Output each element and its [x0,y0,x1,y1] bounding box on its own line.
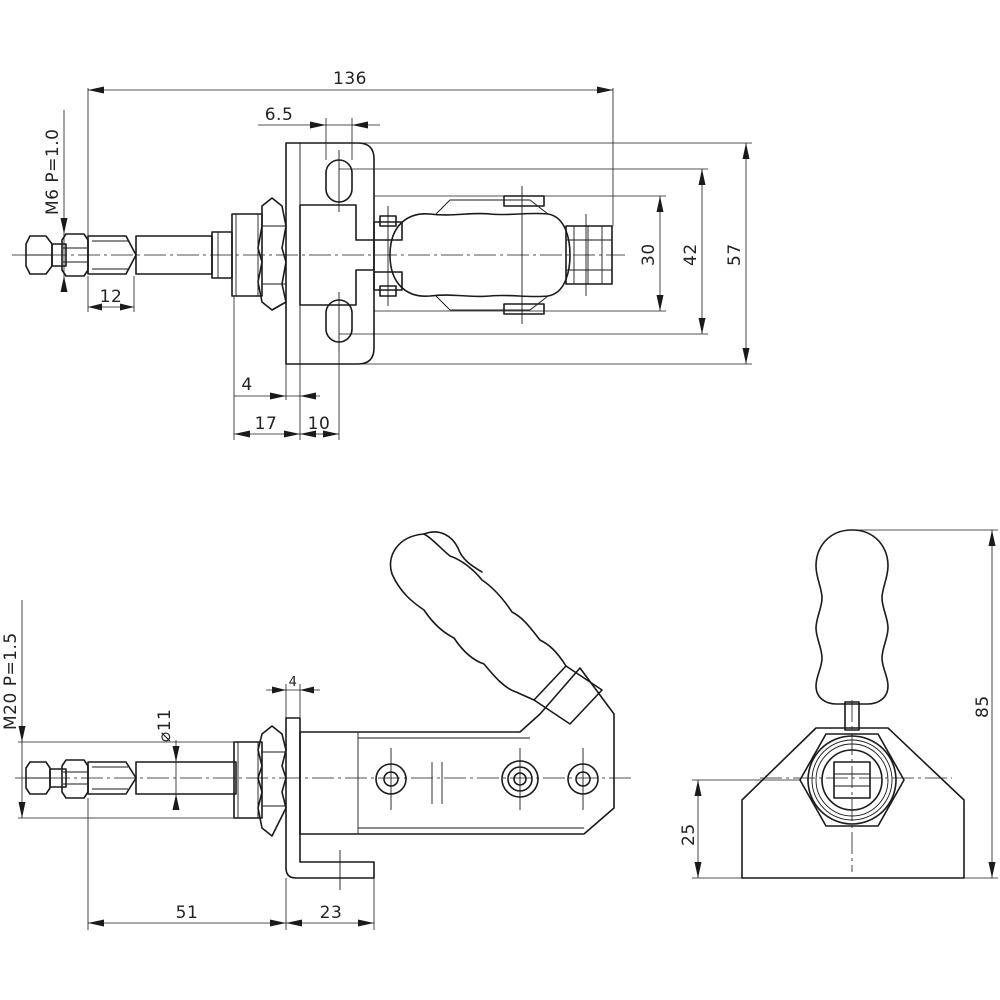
side-plunger-rod [135,761,237,795]
side-view: 4 ⌀11 M20 P=1.5 51 [1,531,632,930]
side-hex-nut [257,725,287,837]
dim-label-25: 25 [679,823,699,846]
dim-label-6-5: 6.5 [265,105,294,125]
dim-label-136: 136 [333,69,367,89]
side-bushing [233,741,263,819]
dim-label-m6: M6 P=1.0 [43,129,63,215]
side-dim-51-23: 51 23 [87,798,375,930]
dim-label-17: 17 [255,414,278,434]
top-jam-nut [61,233,89,277]
end-dim-25: 25 [679,779,800,879]
top-dim-4-17-10: 4 17 10 [233,296,340,440]
top-view: 136 6.5 M6 P=1.0 12 [12,69,752,440]
dim-label-51: 51 [176,903,199,923]
top-dim-m6: M6 P=1.0 [43,110,68,292]
side-dim-4: 4 [266,675,320,718]
side-bolt-head [25,761,51,795]
top-dim-12: 12 [87,276,135,312]
top-handle-cap [565,225,613,285]
top-dim-57: 57 [358,142,752,365]
side-handle-grip [389,533,567,701]
side-dim-m20: M20 P=1.5 [1,600,234,819]
side-jam-nut [61,759,89,799]
side-spindle-thread [87,761,137,795]
dim-label-42: 42 [681,243,701,266]
dim-label-4-side: 4 [289,675,298,690]
side-handle-ferrule [533,665,603,725]
dim-label-23: 23 [320,903,343,923]
dim-label-m20: M20 P=1.5 [1,632,21,730]
top-dim-136: 136 [87,69,614,236]
side-dim-diameter: ⌀11 [155,709,180,810]
dim-label-d11: ⌀11 [155,709,175,742]
end-handle-grip [815,529,889,705]
side-body [299,667,615,835]
top-dim-6-5: 6.5 [258,105,380,160]
top-dim-42: 42 [339,168,708,335]
dim-label-4-top: 4 [241,375,252,395]
dim-label-10: 10 [308,414,331,434]
top-bushing [231,213,263,297]
top-spindle-thread [87,235,137,275]
dim-label-85: 85 [973,695,993,718]
dim-label-30: 30 [639,243,659,266]
top-body [299,204,375,306]
top-handle-grip [389,212,571,298]
end-bushing [807,735,897,825]
end-dim-85: 85 [852,529,998,879]
side-bracket [285,717,375,879]
dim-label-57: 57 [725,243,745,266]
top-bolt-neck [51,243,67,267]
end-handle-stem [844,701,860,731]
top-dim-30: 30 [374,195,666,312]
dim-label-12: 12 [100,287,123,307]
top-bolt-head [25,235,53,275]
end-square-shaft [833,761,871,799]
end-view: 85 25 [679,529,998,879]
